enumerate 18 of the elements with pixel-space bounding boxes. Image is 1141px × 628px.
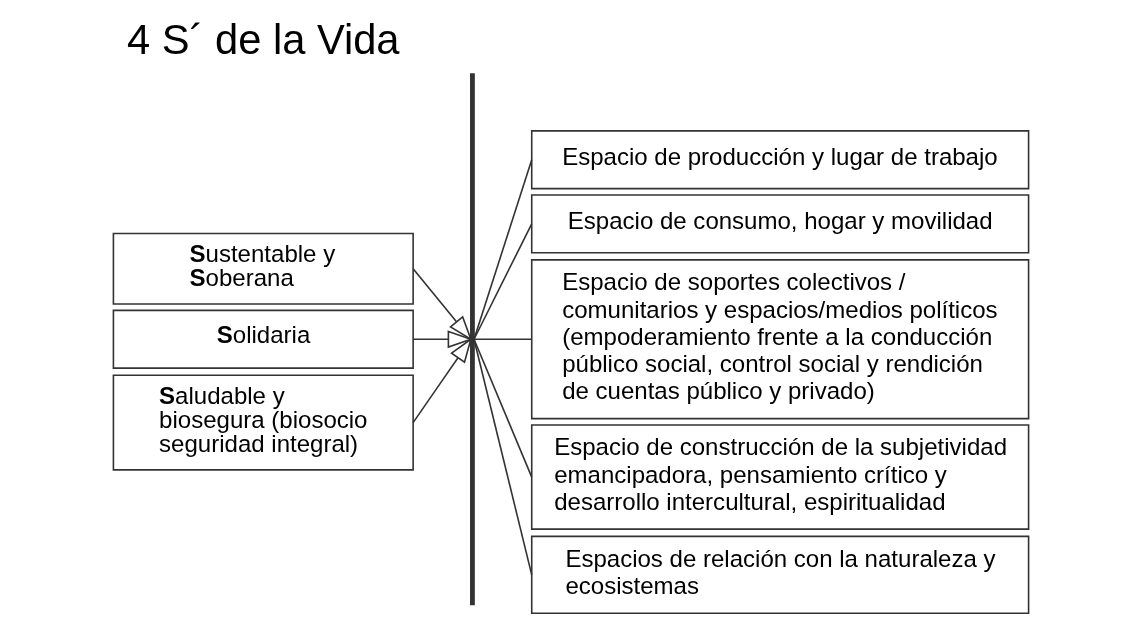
diagram-title: 4 S´ de la Vida	[126, 16, 400, 64]
node-box: Espacio de soportes colectivos / comunitarios y espacios/medios políticos (empoderamiento frente a la conducción público social, control social y rendición de cuentas público y privado)	[530, 259, 1029, 420]
arrow	[411, 267, 472, 342]
node-box: Espacio de producción y lugar de trabajo	[530, 130, 1029, 190]
connector	[472, 338, 533, 478]
connector	[472, 223, 533, 341]
node-box: Solidaria	[112, 309, 414, 369]
node-box: Espacios de relación con la naturaleza y ecosistemas	[530, 535, 1029, 615]
arrow	[411, 330, 473, 349]
connector	[472, 338, 533, 341]
connector	[472, 158, 533, 341]
node-box: Espacio de consumo, hogar y movilidad	[530, 194, 1029, 254]
node-box: Saludable y biosegura (biosocio seguridad integral)	[112, 374, 414, 471]
node-bar	[469, 73, 475, 606]
node-box: Sustentable y Soberana	[112, 232, 414, 305]
connector	[472, 338, 533, 576]
arrow	[411, 337, 472, 424]
node-box: Espacio de construcción de la subjetividad emancipadora, pensamiento crítico y desarrollo intercultural, espiritualidad	[530, 424, 1029, 530]
